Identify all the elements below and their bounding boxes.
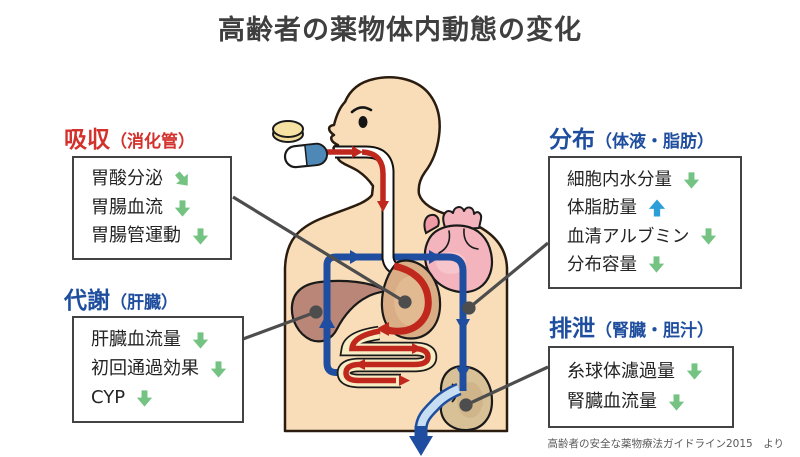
absorption-box: 胃酸分泌 胃腸血流 胃腸管運動 <box>72 156 232 260</box>
distribution-sublabel: （体液・脂肪） <box>595 132 714 152</box>
item-label: 糸球体濾過量 <box>567 360 675 382</box>
list-item: 細胞内水分量 <box>567 170 734 190</box>
list-item: 血清アルブミン <box>567 227 734 247</box>
flow-arrow-down-mid <box>456 319 470 332</box>
decrease-arrow-icon <box>210 361 227 378</box>
distribution-box: 細胞内水分量 体脂肪量 血清アルブミン 分布容量 <box>548 156 742 289</box>
list-item: 胃腸管運動 <box>91 224 224 247</box>
blood-kidney-entry <box>456 352 470 391</box>
excretion-arrow <box>409 436 433 456</box>
source-caption: 高齢者の安全な薬物療法ガイドライン2015 より <box>547 438 784 450</box>
connector-dot-kidney <box>459 398 473 412</box>
connector-dot-vessel <box>462 301 476 315</box>
item-label: 胃腸血流 <box>91 196 163 218</box>
item-label: 分布容量 <box>567 254 637 275</box>
drug-stomach-arrow <box>376 262 432 336</box>
item-label: 体脂肪量 <box>567 198 637 219</box>
list-item: 分布容量 <box>567 255 734 275</box>
capsule-icon <box>283 142 328 169</box>
list-item: 肝臓血流量 <box>91 330 236 351</box>
decrease-arrow-icon <box>683 172 700 189</box>
absorption-sublabel: （消化管） <box>110 132 195 152</box>
list-item: 体脂肪量 <box>567 198 734 218</box>
metabolism-label: 代謝 <box>64 288 110 314</box>
decrease-arrow-icon <box>136 390 153 407</box>
item-label: 血清アルブミン <box>567 226 690 247</box>
connector-metabolism <box>242 310 317 341</box>
item-label: 初回通過効果 <box>91 358 199 380</box>
decrease-arrow-icon <box>175 171 188 187</box>
decrease-arrow-icon <box>701 228 717 245</box>
drug-intestine-arrows <box>343 328 431 386</box>
decrease-arrow-icon <box>686 363 703 380</box>
decrease-arrow-icon <box>668 394 685 411</box>
list-item: 胃酸分泌 <box>91 169 224 190</box>
distribution-label: 分布 <box>549 127 595 153</box>
flow-arrow-right-heart <box>429 250 441 264</box>
liver-icon <box>290 279 388 343</box>
item-label: 胃酸分泌 <box>91 168 163 190</box>
tablet-icon <box>272 120 304 143</box>
connector-dot-liver <box>309 305 323 319</box>
excretion-tube <box>409 383 462 456</box>
list-item: 胃腸血流 <box>91 196 224 219</box>
decrease-arrow-icon <box>648 256 665 273</box>
page-title: 高齢者の薬物体内動態の変化 <box>218 15 582 46</box>
list-item: 糸球体濾過量 <box>567 360 726 383</box>
item-label: CYP <box>91 387 126 409</box>
metabolism-box: 肝臓血流量 初回通過効果 CYP <box>72 316 244 423</box>
list-item: 初回通過効果 <box>91 358 236 380</box>
item-label: 胃腸管運動 <box>91 224 181 246</box>
eye-icon <box>358 116 368 128</box>
connector-distribution <box>467 241 550 310</box>
decrease-arrow-icon <box>192 332 209 349</box>
excretion-label: 排泄 <box>549 316 595 342</box>
decrease-arrow-icon <box>192 228 209 245</box>
section-label-metabolism: 代謝（肝臓） <box>64 281 178 315</box>
connector-dot-stomach <box>398 295 412 309</box>
eyebrow-icon <box>350 106 373 114</box>
list-item: 腎臓血流量 <box>567 390 726 413</box>
section-label-excretion: 排泄（腎臓・胆汁） <box>549 309 714 343</box>
excretion-box: 糸球体濾過量 腎臓血流量 <box>548 346 734 428</box>
section-label-distribution: 分布（体液・脂肪） <box>549 120 714 154</box>
connector-excretion <box>465 365 549 407</box>
item-label: 腎臓血流量 <box>567 390 657 412</box>
flow-arrow-up-liver <box>319 313 335 328</box>
blood-circulation-path <box>319 250 470 376</box>
flow-arrow-right-top <box>350 250 362 264</box>
absorption-label: 吸収 <box>64 127 110 153</box>
increase-arrow-icon <box>648 199 666 217</box>
list-item: CYP <box>91 387 236 409</box>
item-label: 細胞内水分量 <box>567 170 672 191</box>
decrease-arrow-icon <box>174 199 191 217</box>
item-label: 肝臓血流量 <box>91 329 181 351</box>
excretion-sublabel: （腎臓・胆汁） <box>595 321 714 341</box>
connector-absorption <box>232 195 406 304</box>
metabolism-sublabel: （肝臓） <box>110 293 178 313</box>
section-label-absorption: 吸収（消化管） <box>64 120 195 154</box>
